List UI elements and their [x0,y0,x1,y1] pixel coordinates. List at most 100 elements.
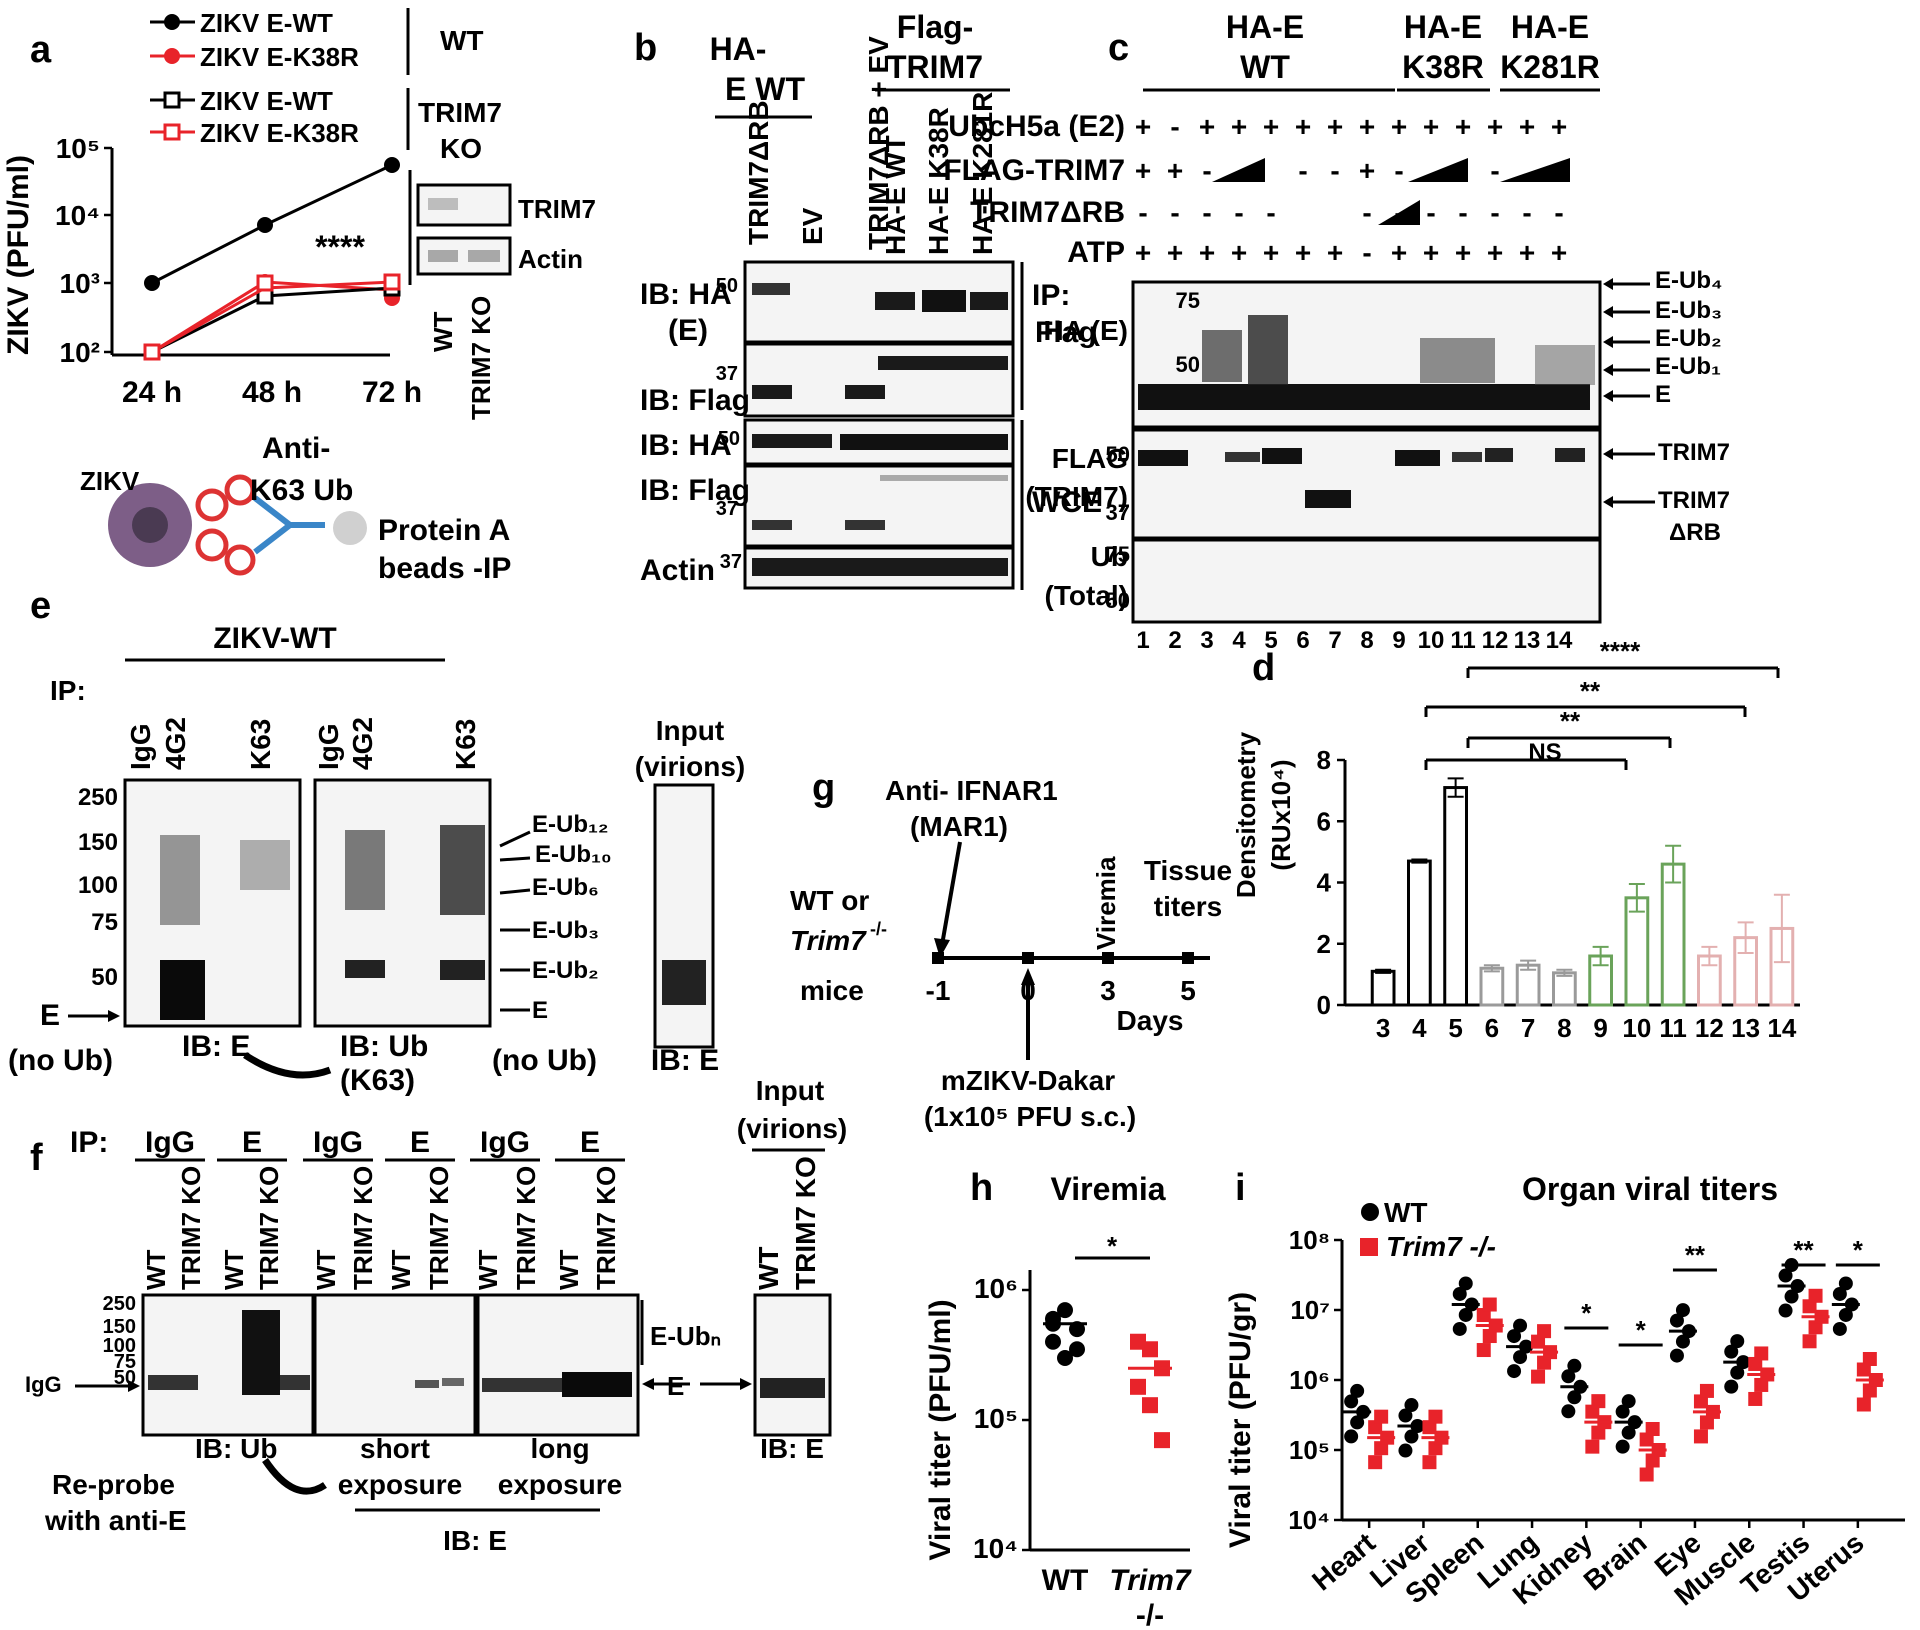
i-point [1398,1408,1413,1423]
point [383,273,401,291]
d-xtick: 11 [1659,1013,1687,1043]
h-sig: * [1107,1231,1118,1261]
panel-a-chart: 10² 10³ 10⁴ 10⁵ ZIKV (PFU/ml) 24 h 48 h … [2,133,422,409]
d-xtick: 9 [1593,1013,1607,1043]
c-mark-row_trbs: - [1554,197,1563,228]
h-point [1069,1341,1085,1358]
legend-marker-wt-circle [164,14,180,30]
i-point [1615,1439,1630,1454]
i-point [1808,1288,1823,1303]
panel-i: i Organ viral titers WT Trim7 -/- Viral … [1224,1167,1905,1612]
c-blot-label-ub-1: Ub [1091,541,1128,572]
i-point [1350,1383,1365,1398]
f-lane-label: TRIM7 KO [254,1166,284,1290]
i-point [1724,1379,1739,1394]
panel-a-blot: TRIM7 Actin WT TRIM7 KO [416,183,596,420]
panel-a: a ZIKV E-WT ZIKV E-K38R ZIKV E-WT ZIKV E… [2,8,596,420]
c-blot-label-ha: HA (E) [1043,315,1128,346]
panel-a-ytick-4: 10⁵ [56,133,100,164]
c-mark-row_atp: + [1263,237,1279,268]
f-ip-group: E [580,1126,600,1159]
f-reprobe-2: with anti-E [44,1505,187,1536]
f-ib-ub: IB: Ub [195,1433,277,1464]
i-point [1645,1422,1660,1436]
f-lane-label: TRIM7 KO [511,1166,541,1290]
d-xtick: 13 [1731,1013,1760,1043]
f-blot-ib-ub [141,1293,315,1437]
c-marker-50c: 50 [1106,588,1130,613]
i-xticks: HeartLiverSpleenLungKidneyBrainEyeMuscle… [1306,1520,1870,1612]
b-header-1a: HA- [710,31,767,67]
d-ytick: 0 [1317,990,1331,1020]
f-marker-100: 100 [103,1335,136,1357]
legend-marker-wt-square [163,91,181,109]
b-row-ib-flag-wce: IB: Flag [640,474,750,507]
e-input-2: (virions) [635,751,745,782]
c-marker-75: 75 [1176,288,1200,313]
panel-label-a: a [30,29,52,71]
c-mark-row_ubch5a: - [1170,111,1179,142]
c-mark-row_atp: + [1551,237,1567,268]
e-arrows: E-Ub₁₂ E-Ub₁₀ E-Ub₆ E-Ub₃ E-Ub₂ E [499,811,612,1024]
b-lane-2: EV [797,207,828,245]
e-no-ub-right: (no Ub) [492,1044,597,1077]
c-arrow-trim7: TRIM7 [1658,439,1730,466]
d-bar [1660,862,1686,1007]
d-ytick: 2 [1317,929,1331,959]
f-blot-input [753,1293,832,1437]
f-short-1: short [360,1433,430,1464]
c-lane-number: 2 [1168,627,1181,654]
i-point [1452,1321,1467,1336]
f-lane-label: TRIM7 KO [591,1166,621,1290]
b-side-ip: IP: [1032,279,1070,312]
i-point [1452,1286,1467,1301]
f-ib-e: IB: E [443,1525,507,1556]
c-mark-row_atp: + [1199,237,1215,268]
d-bar [1479,966,1505,1007]
d-sig-3: ** [1560,706,1581,736]
f-marker-150: 150 [103,1316,136,1338]
f-e-label: E [667,1371,684,1401]
blot-lane-ko: TRIM7 KO [466,296,496,420]
c-mark-row_ubch5a: + [1455,111,1471,142]
c-mark-row_ubch5a: + [1391,111,1407,142]
c-group-wt-1: HA-E [1226,9,1304,45]
c-ramp-flag-1 [1212,158,1265,182]
b-marker-50: 50 [716,275,738,297]
g-day-m1: -1 [926,975,951,1006]
c-lane-number: 1 [1136,627,1149,654]
c-ramp-flag-2 [1408,158,1468,182]
e-ip-label: IP: [50,675,86,706]
f-ip-group: IgG [145,1126,195,1159]
e-arrow-eub10: E-Ub₁₀ [535,841,612,868]
c-group-wt-2: WT [1240,49,1290,85]
blot-lane-wt: WT [428,311,458,352]
point [143,343,161,361]
d-xtick: 12 [1695,1013,1724,1043]
i-legend-wt-marker [1361,1203,1379,1221]
i-point [1669,1348,1684,1363]
f-lane-label: WT [219,1249,249,1290]
f-long-1: long [530,1433,589,1464]
b-marker-37: 37 [716,363,738,385]
c-arrow-eub3: E-Ub₃ [1655,297,1722,324]
h-point [1142,1341,1158,1358]
i-point [1669,1313,1684,1328]
i-sig-label: * [1636,1315,1647,1345]
c-mark-row_atp: + [1231,237,1247,268]
e-schem-zikv: ZIKV [80,466,140,496]
c-arrow-trim7drb-2: ΔRB [1669,519,1721,546]
f-ip-group: IgG [480,1126,530,1159]
c-mark-row_trbs: - [1362,197,1371,228]
ub-chain-icon [195,488,229,522]
c-mark-row_atp: + [1423,237,1439,268]
f-lane-label: WT [311,1249,341,1290]
c-blot-label-ub-2: (Total) [1045,580,1128,611]
g-mice-3: mice [800,975,864,1006]
i-point [1621,1394,1636,1409]
g-mice-1: WT or [790,885,869,916]
g-tissue-2: titers [1154,891,1222,922]
panel-a-legend: ZIKV E-WT ZIKV E-K38R ZIKV E-WT ZIKV E-K… [150,8,502,164]
